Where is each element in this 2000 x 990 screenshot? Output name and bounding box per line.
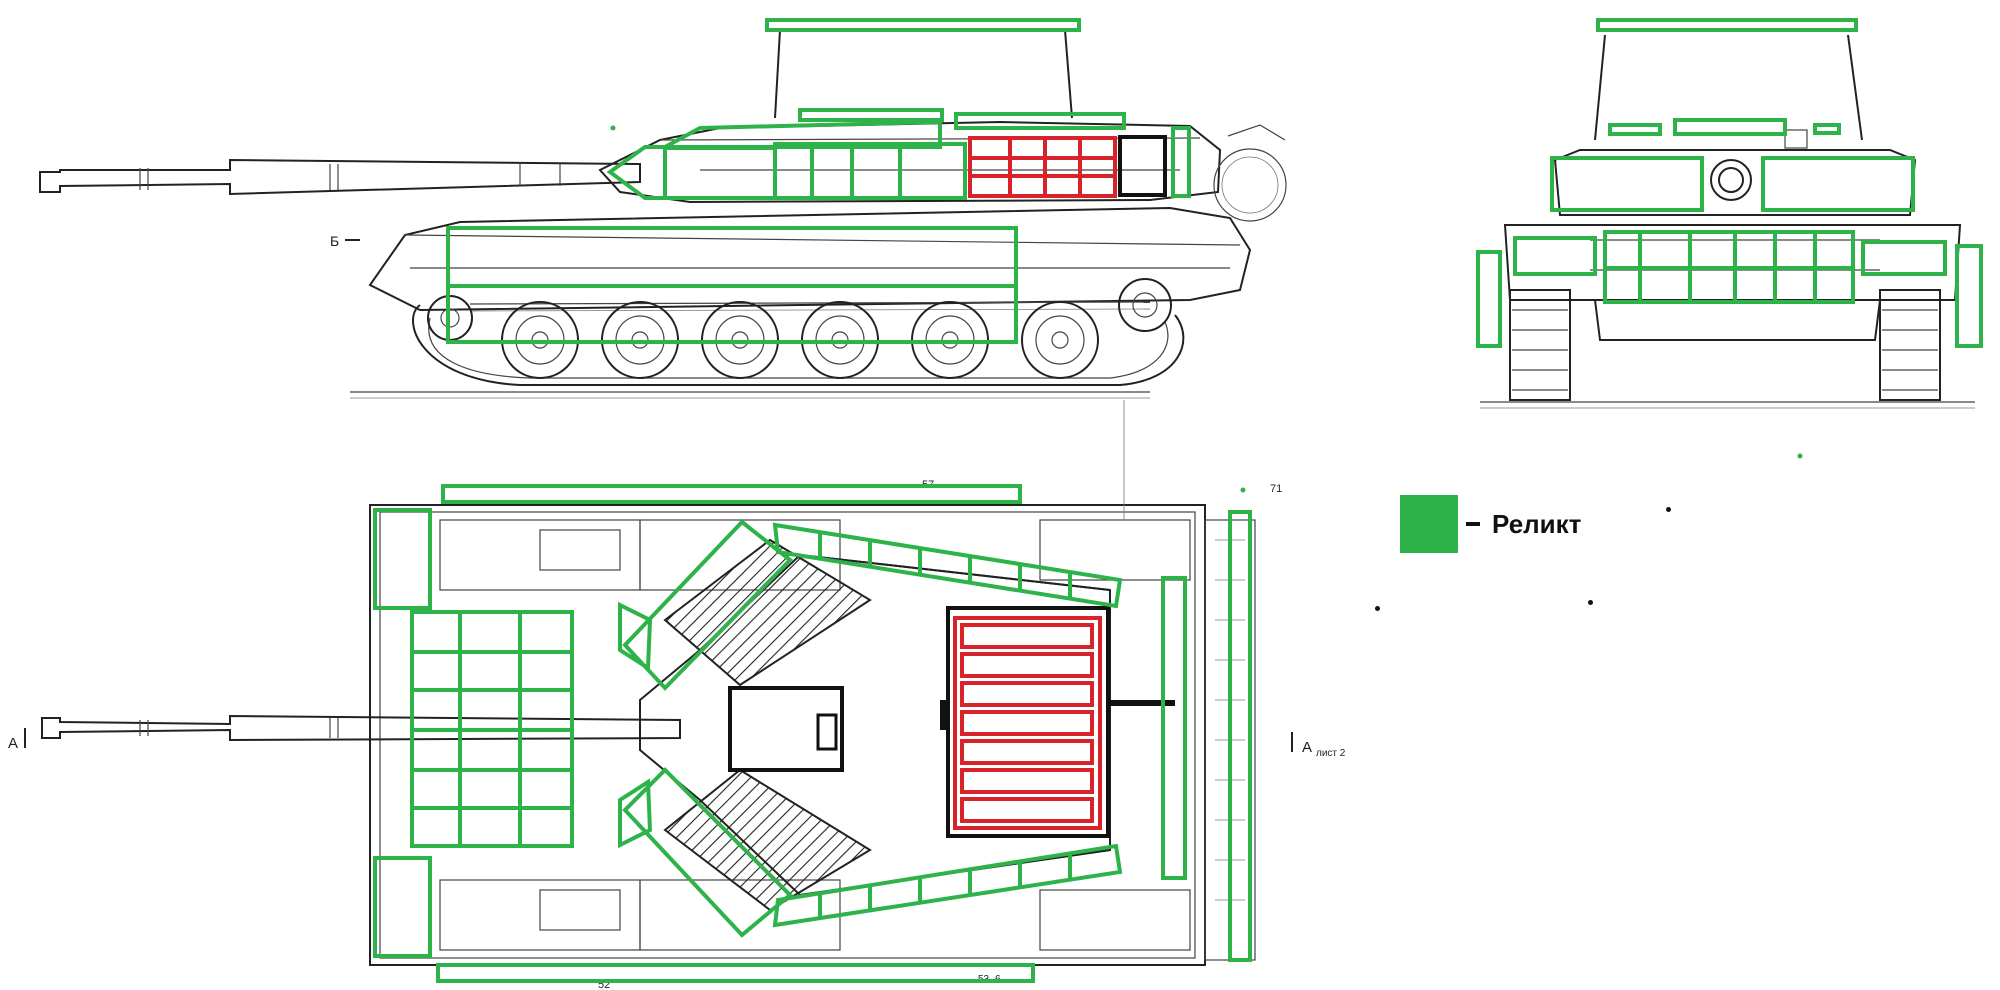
front-track-left [1509,289,1571,401]
top-gun-barrel [41,714,681,742]
side-relikt-blocks [446,18,1191,344]
commander-hatch [728,686,844,772]
armor-block [1596,18,1858,32]
stray-dot [1375,606,1380,611]
stray-dot [1588,600,1593,605]
armor-block [441,484,1022,504]
top-highlight-blocks [953,616,1102,830]
armor-block [1513,236,1597,276]
armor-block [622,767,793,938]
side-road-wheels [427,278,1172,379]
armor-block [1955,244,1983,348]
armor-block [954,112,1126,130]
top-view: А А лист 2 71 52 57 53 6 [8,400,1346,990]
front-view [1476,18,1983,459]
side-view: Б [39,18,1287,399]
armor-block [798,108,944,122]
armor-block [1608,123,1662,136]
section-mark-a-left: А [8,735,18,752]
turret-hatched-block-upper [663,538,872,687]
legend: Реликт [1400,495,1581,553]
armor-block [622,519,793,691]
armor-block [772,522,1123,609]
side-highlight-blocks [968,136,1117,198]
side-gun-barrel [39,158,641,196]
armor-block [664,119,942,149]
armor-block [765,18,1081,32]
road-wheel [1021,301,1099,379]
armor-block [1813,123,1841,135]
armor-block [1550,156,1704,212]
front-gun-muzzle [1710,159,1752,201]
turret-hatched-block-lower [663,768,872,912]
callout-52: 52 [598,979,610,990]
front-track-right [1879,289,1941,401]
side-hull [368,206,1252,312]
callout-71: 71 [1270,483,1282,495]
armor-block [436,963,1035,983]
side-rear-box [1118,135,1167,197]
turret-rear-bustle [946,606,1110,838]
front-relikt-blocks [1476,18,1983,348]
section-mark-a-right: А [1302,739,1312,756]
highlight-block [968,136,1117,198]
armor-block [1861,240,1947,276]
top-relikt-blocks [373,484,1252,983]
drive-sprocket [1118,278,1172,332]
armor-block [772,843,1123,928]
armor-block [1171,126,1191,198]
armor-block [1673,118,1787,136]
section-mark-b: Б [330,233,339,249]
armor-block [773,142,967,200]
armor-block [1761,156,1915,212]
section-mark-a-right-sheet: лист 2 [1316,748,1346,759]
legend-dash [1466,522,1480,526]
armor-block [1476,250,1502,348]
stray-dot [1666,507,1671,512]
armor-block [663,146,777,200]
armor-block [373,508,432,610]
legend-label: Реликт [1492,508,1582,539]
armor-block [1161,576,1187,880]
legend-swatch [1400,495,1458,553]
armor-block [1228,510,1252,962]
highlight-block [953,616,1102,830]
armor-block [373,856,432,958]
side-turret [598,29,1287,222]
